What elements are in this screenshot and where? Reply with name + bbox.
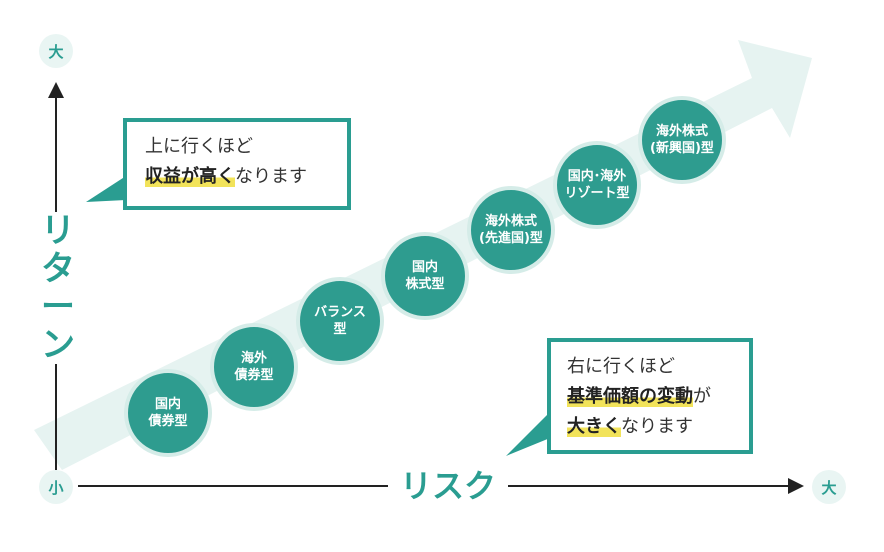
x-axis-max-badge: 大 [812,470,846,504]
fund-label-line1: バランス [314,305,366,320]
fund-label-line1: 国内 [411,260,438,275]
callout-risk-line1: 右に行くほど [567,356,675,377]
callout-return: 上に行くほど 収益が高くなります [123,118,351,210]
fund-label-line2: 債券型 [234,368,274,383]
fund-balanced: バランス 型 [296,277,384,365]
y-axis-label: リ タ ー ン [38,212,78,364]
fund-label-line1: 海外株式 [655,124,708,139]
fund-domestic-equity: 国内 株式型 [381,232,469,320]
fund-label-line1: 海外 [240,351,267,366]
x-axis-label: リスク [388,466,509,506]
callout-return-line1: 上に行くほど [145,136,253,157]
callout-risk-line2: 基準価額の変動が [567,382,733,412]
callout-risk-suffix1: が [693,386,711,407]
fund-label-line2: 株式型 [405,277,445,292]
y-axis-label-char: タ [41,249,75,289]
fund-label-line2: (新興国)型 [650,141,714,156]
y-axis-arrowhead [48,82,64,98]
fund-label-line1: 海外株式 [484,214,537,229]
callout-risk-line3: 大きくなります [567,412,733,442]
fund-label-line2: リゾート型 [564,186,630,201]
fund-foreign-equity-developed: 海外株式 (先進国)型 [467,186,555,274]
origin-badge: 小 [39,470,73,504]
callout-risk: 右に行くほど 基準価額の変動が 大きくなります [547,338,753,454]
callout-return-rest: なります [235,166,307,187]
callout-risk-rest2: なります [621,416,693,437]
callout-return-highlight: 収益が高く [145,166,235,187]
fund-domestic-bond: 国内 債券型 [124,369,212,457]
x-axis-arrowhead [788,478,804,494]
y-axis-label-char: ー [41,287,75,327]
callout-risk-highlight1: 基準価額の変動 [567,386,693,407]
callout-risk-highlight2: 大きく [567,416,621,437]
y-axis-label-char: ン [41,325,75,365]
fund-foreign-bond: 海外 債券型 [210,323,298,411]
y-axis-max-badge: 大 [39,34,73,68]
callout-return-line2: 収益が高くなります [145,162,329,192]
callout-return-tail [86,176,126,202]
fund-reit: 国内･海外 リゾート型 [553,141,641,229]
fund-label-line2: 債券型 [148,414,188,429]
y-axis-label-char: リ [41,211,75,251]
fund-label-line2: 型 [333,322,347,337]
fund-label-line2: (先進国)型 [479,231,543,246]
fund-label-line1: 国内･海外 [567,169,627,184]
fund-label-line1: 国内 [154,397,181,412]
callout-risk-tail [506,412,550,456]
fund-foreign-equity-emerging: 海外株式 (新興国)型 [638,96,726,184]
